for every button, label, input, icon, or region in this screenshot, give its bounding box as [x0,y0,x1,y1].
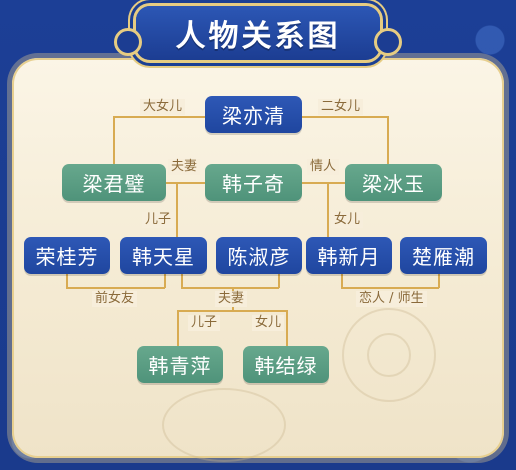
connector-line [341,287,439,289]
connector-line [113,116,115,164]
connector-line [300,182,348,184]
right-ornament-icon [374,28,402,56]
node-chen-shuyan[interactable]: 陈淑彦 [216,237,302,274]
label-husband-wife: 夫妻 [215,291,248,307]
connector-line [165,182,205,184]
page-title: 人物关系图 [175,19,341,54]
label-son: 儿子 [188,315,221,331]
node-rong-guifang[interactable]: 荣桂芳 [24,237,110,274]
node-han-ziqi[interactable]: 韩子奇 [205,164,302,201]
connector-line [387,116,389,164]
node-liang-bingyu[interactable]: 梁冰玉 [345,164,442,201]
connector-line [164,274,166,288]
connector-line [181,287,279,289]
node-chu-yanchao[interactable]: 楚雁潮 [400,237,487,274]
connector-line [181,274,183,288]
connector-line [327,182,329,238]
node-liang-junbi[interactable]: 梁君璧 [62,164,166,201]
title-plate: 人物关系图 [114,6,402,60]
label-eldest-daughter: 大女儿 [140,99,186,115]
node-han-tianxing[interactable]: 韩天星 [120,237,207,274]
node-han-xinyue[interactable]: 韩新月 [306,237,392,274]
connector-line [438,274,440,288]
decor-swirl [162,388,286,462]
connector-line [113,116,207,118]
connector-line [278,274,280,288]
label-son: 儿子 [142,212,175,228]
connector-line [341,274,343,288]
left-ornament-icon [114,28,142,56]
decor-swirl [342,308,436,402]
label-ex-girlfriend: 前女友 [92,291,138,307]
connector-line [177,310,179,346]
node-han-qingping[interactable]: 韩青萍 [137,346,223,383]
connector-line [66,287,165,289]
node-han-jielv[interactable]: 韩结绿 [243,346,329,383]
connector-line [300,116,388,118]
label-lovers-teacher-student: 恋人 / 师生 [356,291,427,307]
connector-line [286,310,288,346]
label-daughter: 女儿 [331,212,364,228]
connector-line [177,310,287,312]
connector-line [176,182,178,238]
label-second-daughter: 二女儿 [318,99,364,115]
node-liang-yiqing[interactable]: 梁亦清 [205,96,302,133]
decor-swirl [367,333,411,377]
connector-line [66,274,68,288]
label-lover: 情人 [307,159,340,175]
label-husband-wife: 夫妻 [168,159,201,175]
label-daughter: 女儿 [252,315,285,331]
